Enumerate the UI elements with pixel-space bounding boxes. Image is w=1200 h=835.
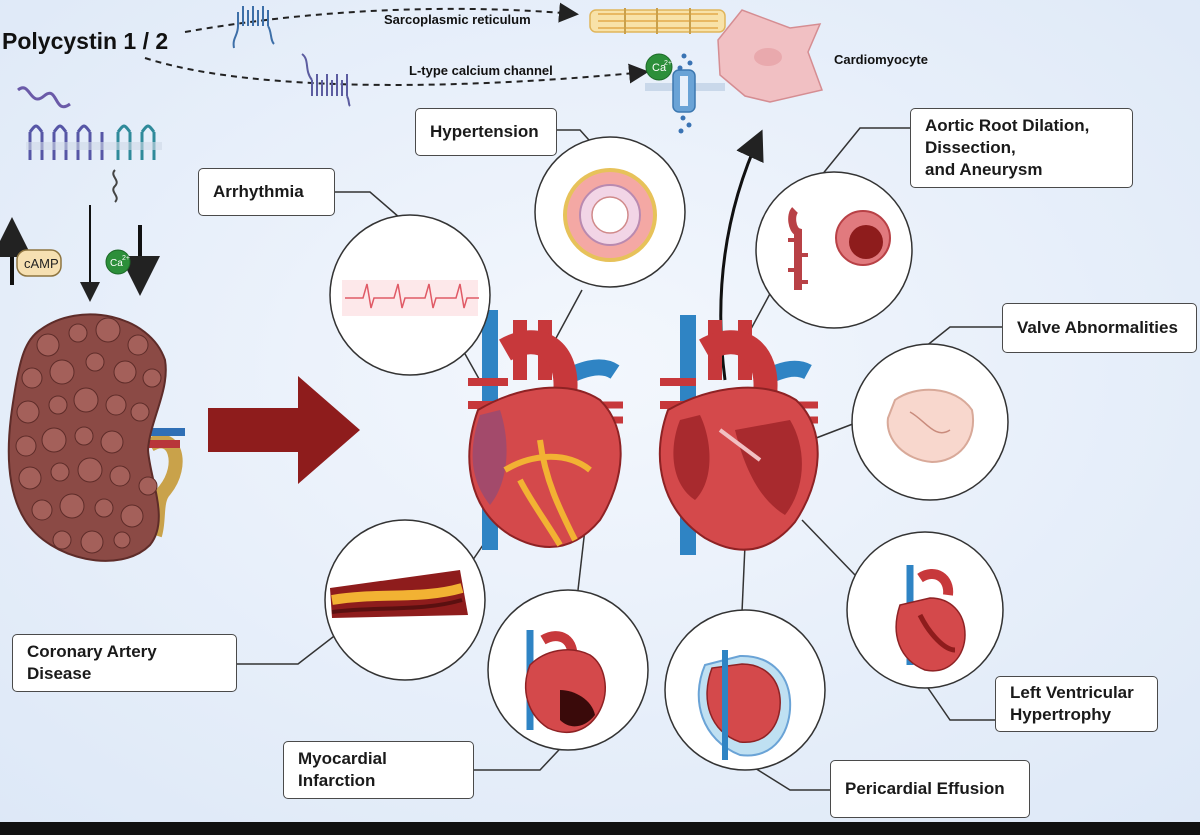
valve-label: Valve Abnormalities <box>1002 303 1197 353</box>
ltype-pathway-arrow <box>144 57 649 86</box>
ecg-icon <box>345 283 479 309</box>
lvh-circle <box>846 531 1004 689</box>
page-title: Polycystin 1 / 2 <box>2 28 169 54</box>
sarcomere-icon <box>589 8 726 34</box>
cad-circle <box>324 519 486 681</box>
calcium-badge <box>105 249 131 275</box>
pe-circle <box>664 609 826 771</box>
polycystin-protein-icon <box>232 6 275 49</box>
cardiomyocyte-label: Cardiomyocyte <box>834 52 928 67</box>
sr-pathway-arrow <box>184 2 579 33</box>
aortic-circle <box>755 171 913 329</box>
heart-cross-section-icon <box>658 315 819 555</box>
mi-circle <box>487 589 649 751</box>
pe-label: Pericardial Effusion <box>830 760 1030 818</box>
kidney-to-heart-arrow <box>208 376 360 484</box>
kidney-icon <box>7 313 185 562</box>
aorta-icon <box>788 207 802 290</box>
hypertension-circle <box>534 136 686 288</box>
arrhythmia-label: Arrhythmia <box>198 168 335 216</box>
ltype-label: L-type calcium channel <box>409 63 553 78</box>
aortic-label: Aortic Root Dilation, Dissection, and An… <box>910 108 1133 188</box>
calcium-badge-label: Ca <box>110 258 123 269</box>
calcium-ion-icon <box>645 53 673 81</box>
valve-circle <box>851 343 1009 501</box>
kidney-cysts <box>15 317 162 554</box>
heart-icon <box>468 310 623 550</box>
calcium-ion-charge: 2+ <box>664 60 672 67</box>
camp-label: cAMP <box>24 256 59 271</box>
sr-label: Sarcoplasmic reticulum <box>384 12 531 27</box>
camp-badge <box>16 249 62 277</box>
polycystin-protein-icon <box>301 53 351 107</box>
hypertension-label: Hypertension <box>415 108 557 156</box>
arrhythmia-circle <box>329 214 491 376</box>
calcium-channel-icon <box>645 53 725 134</box>
valve-icon <box>886 388 975 464</box>
bottom-bar <box>0 822 1200 835</box>
calcium-ion-label: Ca <box>652 62 667 74</box>
calcium-badge-charge: 2+ <box>122 255 130 262</box>
cad-label: Coronary Artery Disease <box>12 634 237 692</box>
mi-label: Myocardial Infarction <box>283 741 474 799</box>
lvh-label: Left Ventricular Hypertrophy <box>995 676 1158 732</box>
